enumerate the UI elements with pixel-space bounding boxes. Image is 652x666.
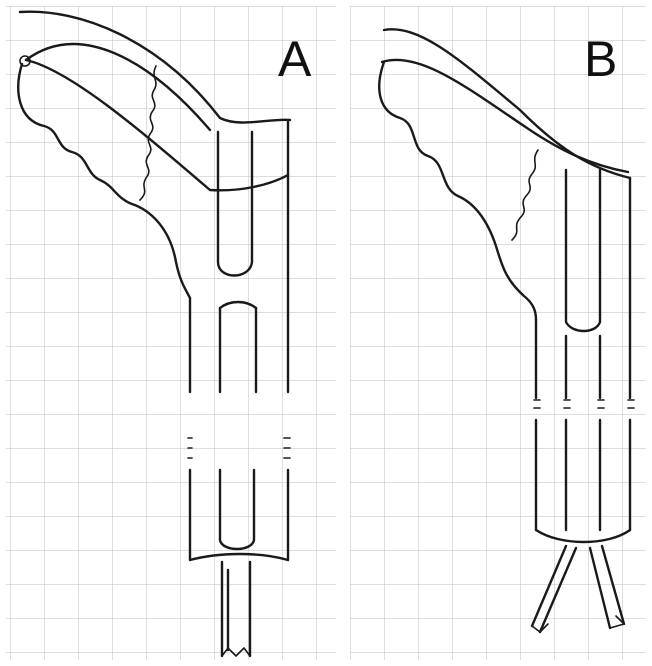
grid-sheet-right xyxy=(350,6,646,660)
panel-label-a: A xyxy=(278,34,311,84)
grid-sheet-left xyxy=(6,6,336,660)
panel-label-b: B xyxy=(584,34,617,84)
